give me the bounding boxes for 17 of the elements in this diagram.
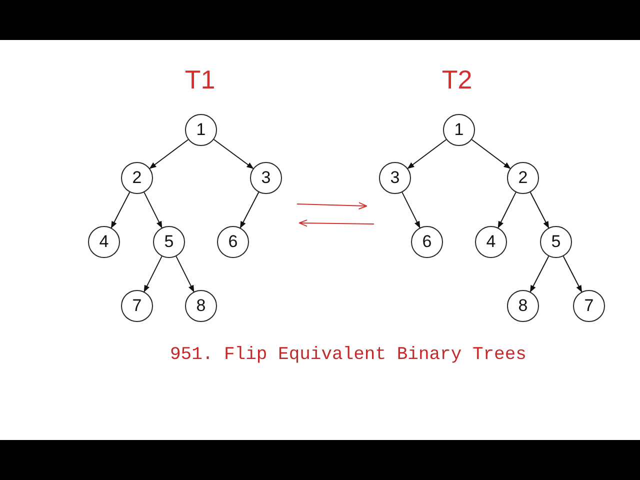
arrow [402,192,420,228]
tree-label: T2 [442,64,472,96]
caption: 951. Flip Equivalent Binary Trees [170,344,526,367]
arrow [407,139,447,169]
arrow [213,139,254,169]
arrow [498,192,516,228]
tree-label: T1 [184,64,216,96]
arrow [149,139,189,169]
arrow [471,139,511,169]
arrow [176,256,194,292]
arrow [144,192,162,228]
arrow [240,192,260,228]
arrow [562,256,582,292]
arrow [530,192,550,228]
arrow [144,256,162,292]
arrow [530,256,550,292]
arrow [110,192,130,228]
